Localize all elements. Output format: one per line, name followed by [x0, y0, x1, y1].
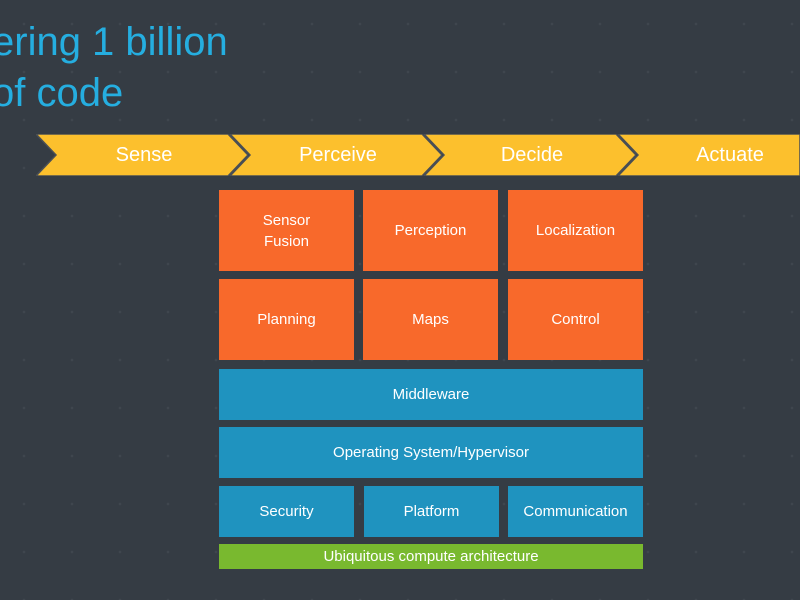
pipeline-step-decide: Decide [424, 134, 636, 176]
block-security: Security [219, 486, 354, 537]
block-communication: Communication [508, 486, 643, 537]
pipeline-step-label: Actuate [696, 144, 764, 166]
block-operating-system: Operating System/Hypervisor [219, 427, 643, 478]
slide-title-line-1: ering 1 billion [0, 20, 228, 64]
block-label: Maps [412, 311, 449, 328]
block-planning: Planning [219, 279, 354, 360]
pipeline-step-actuate: Actuate [618, 134, 800, 176]
block-label: Communication [523, 503, 628, 520]
block-label: Platform [403, 503, 460, 520]
block-label-line: Fusion [263, 232, 310, 250]
block-label: Perception [394, 222, 467, 239]
block-label: Ubiquitous compute architecture [323, 548, 539, 565]
block-maps: Maps [363, 279, 498, 360]
block-label: Control [551, 311, 600, 328]
block-label: Planning [257, 311, 316, 328]
block-label-line: Sensor [262, 211, 311, 229]
pipeline-step-sense: Sense [36, 134, 248, 176]
block-perception: Perception [363, 190, 498, 271]
slide-title-line-2: of code [0, 71, 124, 115]
block-label: Security [259, 503, 314, 520]
block-control: Control [508, 279, 643, 360]
block-middleware: Middleware [219, 369, 643, 420]
block-compute-architecture: Ubiquitous compute architecture [219, 544, 643, 569]
block-label: Middleware [392, 386, 470, 403]
block-label: Localization [535, 222, 616, 239]
pipeline-step-label: Sense [115, 144, 173, 166]
block-sensor-fusion: Sensor Fusion [219, 190, 354, 271]
pipeline-step-label: Perceive [299, 144, 377, 166]
block-platform: Platform [364, 486, 499, 537]
block-localization: Localization [508, 190, 643, 271]
pipeline-step-label: Decide [500, 144, 564, 166]
block-label: Operating System/Hypervisor [333, 444, 529, 461]
pipeline-step-perceive: Perceive [230, 134, 442, 176]
